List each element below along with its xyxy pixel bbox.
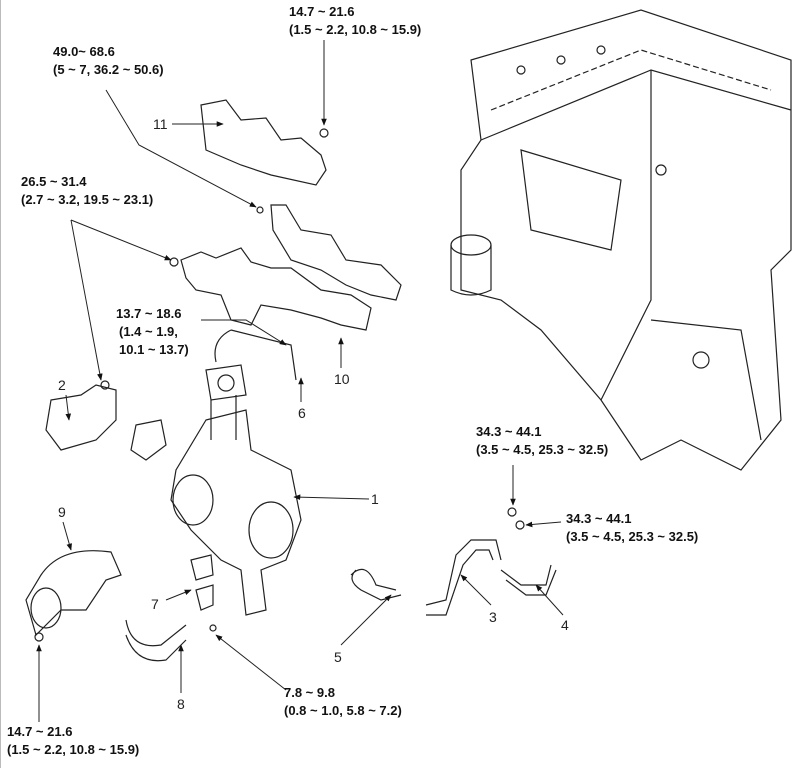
torque-alt-units: (1.5 ~ 2.2, 10.8 ~ 15.9) (7, 742, 140, 757)
torque-spec-water-bolt-a: 34.3 ~ 44.1 (3.5 ~ 4.5, 25.3 ~ 32.5) (476, 423, 608, 459)
torque-spec-manifold-nut: 26.5 ~ 31.4 (2.7 ~ 3.2, 19.5 ~ 23.1) (21, 173, 153, 209)
torque-alt-units: (1.5 ~ 2.2, 10.8 ~ 15.9) (289, 22, 422, 37)
torque-nm: 7.8 ~ 9.8 (284, 685, 335, 700)
torque-spec-manifold-stud: 49.0~ 68.6 (5 ~ 7, 36.2 ~ 50.6) (53, 43, 164, 79)
torque-spec-heatshield-bolt: 14.7 ~ 21.6 (1.5 ~ 2.2, 10.8 ~ 15.9) (7, 723, 139, 759)
callout-10: 10 (334, 371, 350, 387)
callout-8: 8 (177, 696, 185, 712)
callout-4: 4 (561, 617, 569, 633)
heat-shield-part-11 (200, 99, 327, 186)
torque-nm: 49.0~ 68.6 (53, 44, 115, 59)
torque-alt-units: (3.5 ~ 4.5, 25.3 ~ 32.5) (566, 529, 699, 544)
gasket-part-7 (190, 554, 214, 611)
turbocharger-part-1 (170, 364, 302, 616)
torque-alt-units: (1.4 ~ 1.9, (119, 324, 178, 339)
torque-nm: 26.5 ~ 31.4 (21, 174, 87, 189)
manifold-gasket (270, 204, 402, 301)
callout-6: 6 (298, 405, 306, 421)
water-pipe-part-4 (500, 564, 557, 596)
engine-block (450, 9, 792, 471)
water-pipe-part-3 (425, 539, 502, 616)
callout-9: 9 (58, 504, 66, 520)
torque-spec-water-bolt-b: 34.3 ~ 44.1 (3.5 ~ 4.5, 25.3 ~ 32.5) (566, 510, 698, 546)
heat-shield-part-9 (25, 550, 122, 637)
callout-2: 2 (58, 377, 66, 393)
torque-alt-units: 10.1 ~ 13.7) (119, 342, 189, 357)
torque-alt-units: (5 ~ 7, 36.2 ~ 50.6) (53, 62, 164, 77)
callout-3: 3 (489, 609, 497, 625)
torque-nm: 14.7 ~ 21.6 (7, 724, 73, 739)
exhaust-manifold-part-10 (180, 247, 372, 331)
callout-7: 7 (151, 596, 159, 612)
callout-1: 1 (371, 491, 379, 507)
torque-spec-bolt-top: 14.7 ~ 21.6 (1.5 ~ 2.2, 10.8 ~ 15.9) (289, 3, 421, 39)
gasket-2 (130, 419, 167, 461)
elbow-part-2 (45, 384, 117, 451)
callout-5: 5 (334, 649, 342, 665)
torque-alt-units: (3.5 ~ 4.5, 25.3 ~ 32.5) (476, 442, 609, 457)
torque-alt-units: (2.7 ~ 3.2, 19.5 ~ 23.1) (21, 192, 154, 207)
oil-return-pipe-part-8 (125, 619, 187, 662)
torque-nm: 34.3 ~ 44.1 (566, 511, 632, 526)
torque-alt-units: (0.8 ~ 1.0, 5.8 ~ 7.2) (284, 703, 402, 718)
torque-nm: 14.7 ~ 21.6 (289, 4, 355, 19)
torque-spec-oil-feed: 13.7 ~ 18.6 (1.4 ~ 1.9, 10.1 ~ 13.7) (116, 305, 189, 359)
torque-nm: 34.3 ~ 44.1 (476, 424, 542, 439)
callout-11: 11 (153, 116, 168, 132)
oil-feed-pipe-part-6 (214, 329, 297, 381)
water-pipe-part-5 (350, 568, 402, 601)
torque-nm: 13.7 ~ 18.6 (116, 306, 182, 321)
torque-spec-oil-return: 7.8 ~ 9.8 (0.8 ~ 1.0, 5.8 ~ 7.2) (284, 684, 402, 720)
